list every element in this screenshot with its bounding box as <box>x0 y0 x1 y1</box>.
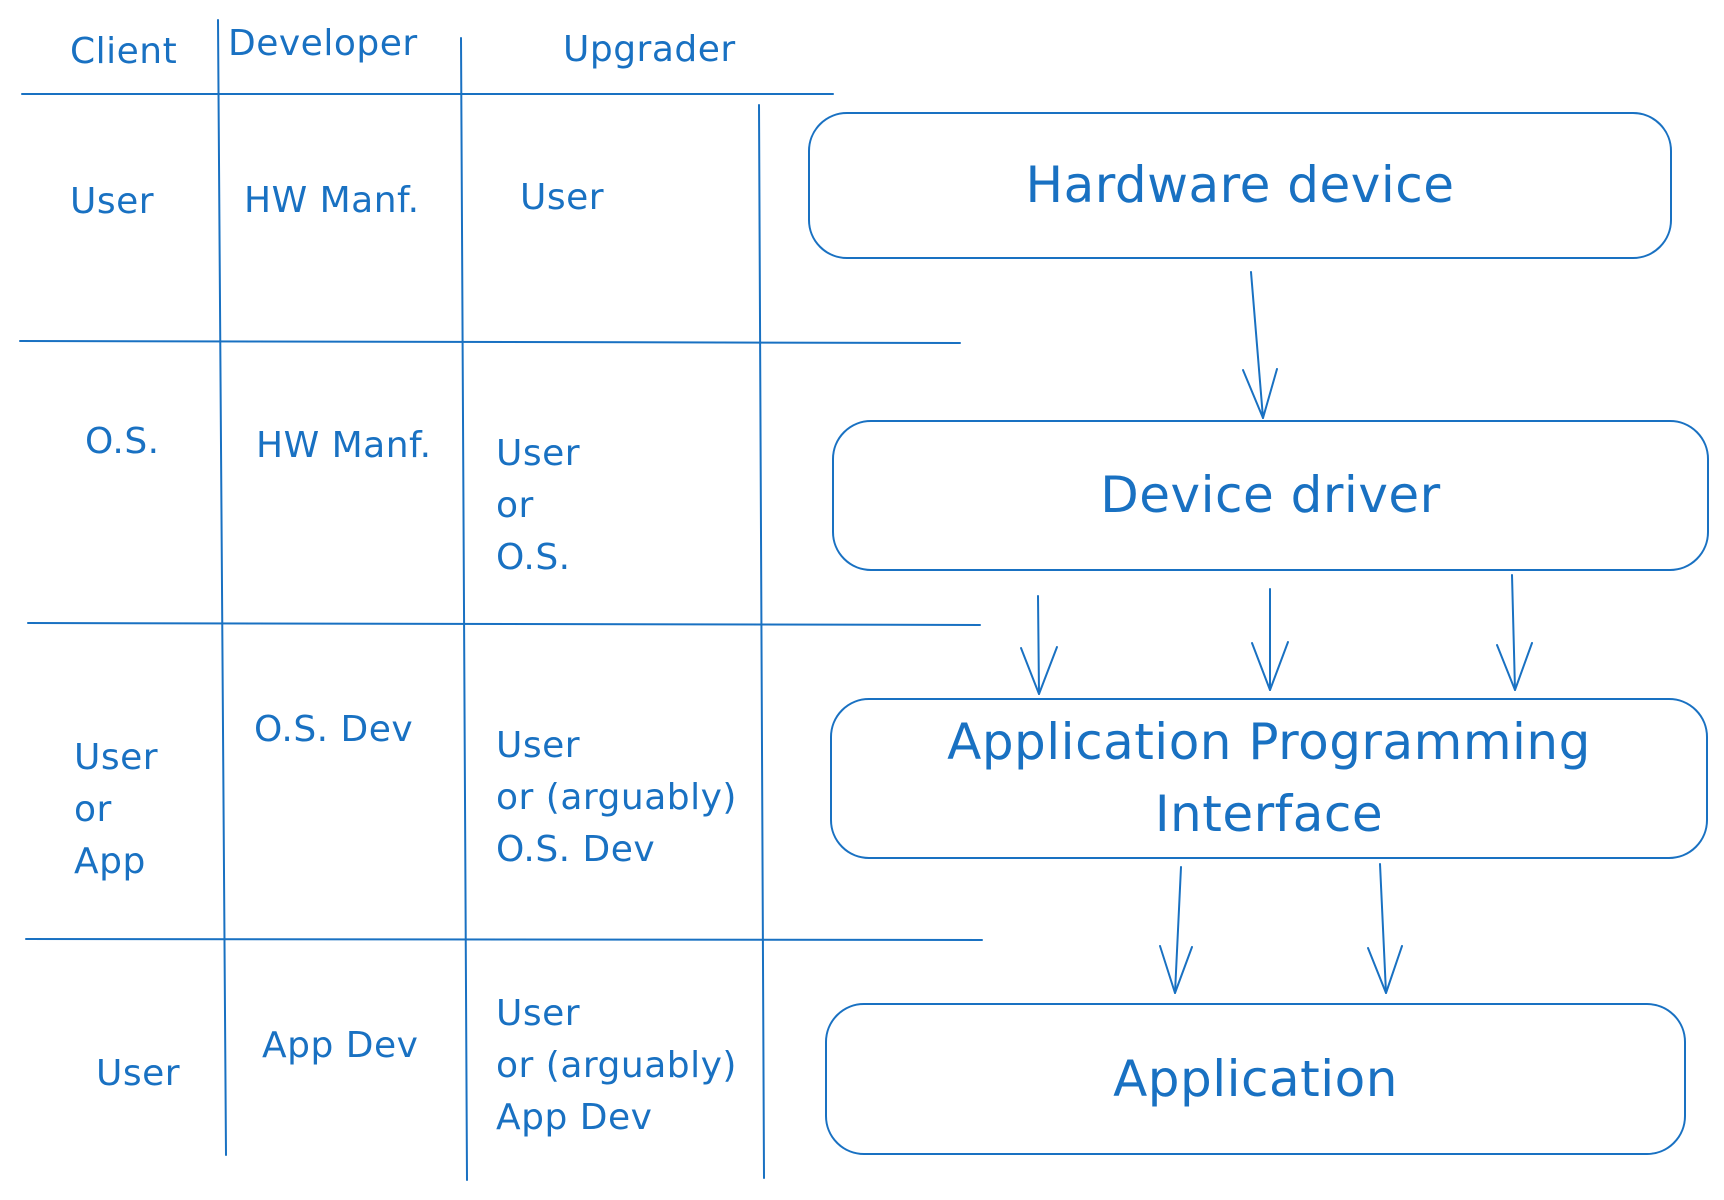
row2-upgrader-line1: User <box>496 433 581 474</box>
row4-developer: App Dev <box>262 1025 419 1066</box>
api-label: Application Programming Interface <box>831 706 1707 850</box>
grid-line-row3-bottom <box>25 938 983 941</box>
grid-line-col1 <box>217 19 227 1156</box>
row2-upgrader: User or O.S. <box>496 428 580 584</box>
header-developer: Developer <box>228 23 418 64</box>
api-label-line1: Application Programming <box>947 713 1591 771</box>
header-client: Client <box>70 31 178 72</box>
row3-client-line1: User <box>74 737 159 778</box>
row1-developer: HW Manf. <box>244 180 420 221</box>
row4-upgrader-line1: User <box>496 993 581 1034</box>
arrow-hw-to-driver <box>1242 271 1278 419</box>
row2-client: O.S. <box>85 421 160 462</box>
table-grid <box>19 19 983 1181</box>
row2-developer: HW Manf. <box>256 425 432 466</box>
header-upgrader: Upgrader <box>563 29 736 70</box>
api-label-line2: Interface <box>1154 785 1384 843</box>
row4-upgrader: User or (arguably) App Dev <box>496 988 737 1144</box>
row3-developer: O.S. Dev <box>254 709 414 750</box>
arrow-driver-to-api-right <box>1496 574 1533 691</box>
row2-upgrader-line2: or <box>496 485 534 526</box>
row4-upgrader-line2: or (arguably) <box>496 1045 737 1086</box>
hardware-device-label: Hardware device <box>1025 156 1455 214</box>
api-box <box>830 698 1708 859</box>
row3-upgrader: User or (arguably) O.S. Dev <box>496 720 737 876</box>
row3-upgrader-line3: O.S. Dev <box>496 829 656 870</box>
arrow-api-to-app-left <box>1159 866 1193 994</box>
grid-line-col3 <box>758 104 765 1179</box>
row2-upgrader-line3: O.S. <box>496 537 571 578</box>
row4-upgrader-line3: App Dev <box>496 1097 653 1138</box>
flow-arrows <box>1020 271 1533 994</box>
device-driver-box <box>832 420 1709 571</box>
row3-upgrader-line2: or (arguably) <box>496 777 737 818</box>
device-driver-label: Device driver <box>1100 466 1441 524</box>
arrow-driver-to-api-center <box>1251 588 1289 691</box>
application-label: Application <box>1113 1050 1398 1108</box>
grid-line-row1-bottom <box>19 340 961 344</box>
row3-client-line2: or <box>74 789 112 830</box>
row4-client: User <box>96 1053 181 1094</box>
row1-upgrader: User <box>520 177 605 218</box>
grid-line-col2 <box>460 37 468 1181</box>
application-box <box>825 1003 1686 1155</box>
arrow-api-to-app-right <box>1367 863 1403 994</box>
row1-client: User <box>70 181 155 222</box>
row3-upgrader-line1: User <box>496 725 581 766</box>
grid-line-row2-bottom <box>27 622 981 626</box>
arrow-driver-to-api-left <box>1020 595 1058 695</box>
flow-boxes <box>808 112 1709 1155</box>
row3-client-line3: App <box>74 841 146 882</box>
hardware-device-box <box>808 112 1672 259</box>
row3-client: User or App <box>74 732 158 888</box>
